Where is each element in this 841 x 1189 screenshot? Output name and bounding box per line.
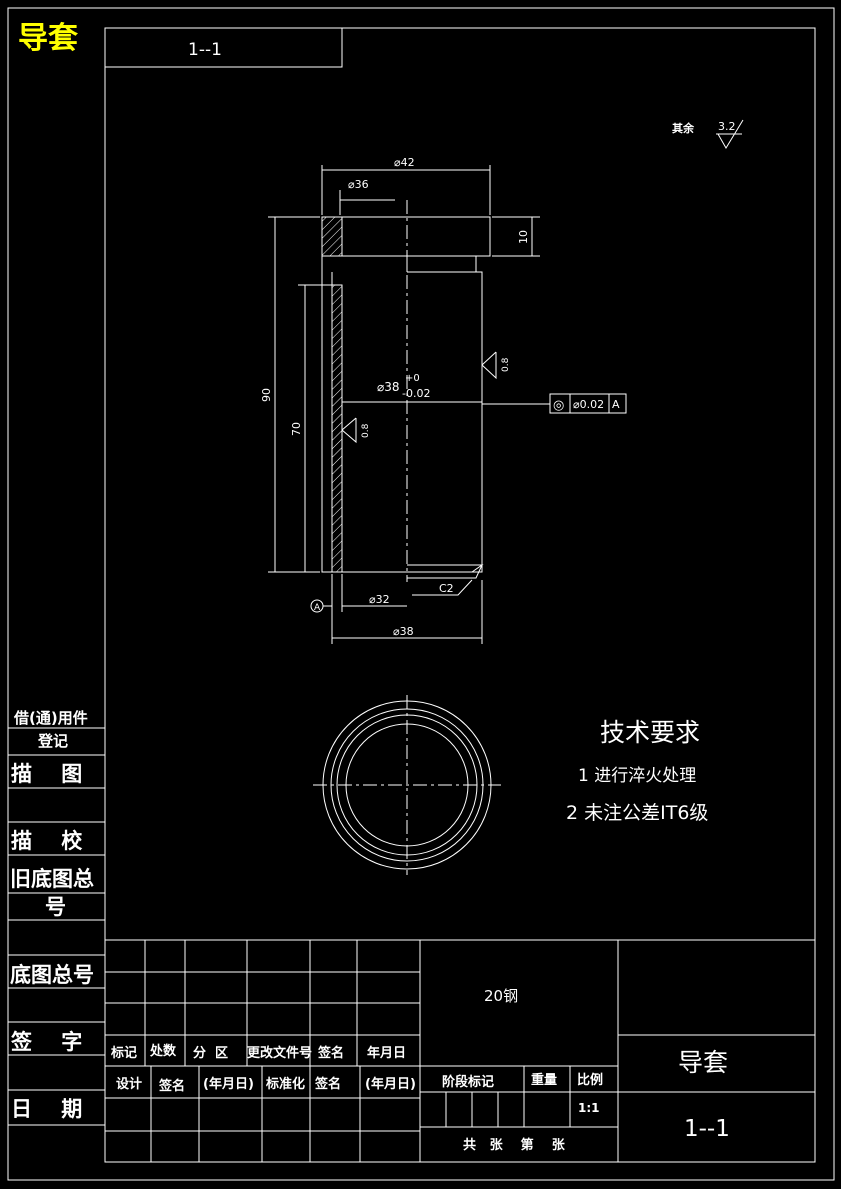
part-top-view (313, 695, 501, 875)
tb-r-sign: 签名 (158, 1078, 185, 1094)
tb-stage: 阶段标记 (442, 1074, 494, 1090)
dim-rough-inner: 0.8 (361, 423, 371, 438)
left-check: 描 校 (11, 829, 83, 853)
left-register: 登记 (37, 732, 68, 750)
tolerance-datum: A (612, 398, 620, 411)
inner-border (104, 27, 816, 1163)
dim-d42: ⌀42 (394, 156, 415, 169)
dim-10: 10 (517, 230, 530, 244)
left-old-total-2: 号 (45, 895, 66, 919)
dim-90: 90 (260, 388, 273, 402)
tb-r-date2: (年月日) (365, 1076, 416, 1092)
dim-tol-lower: -0.02 (402, 387, 430, 400)
tb-h-zone: 分 区 (193, 1045, 228, 1061)
tech-req-item-2: 2 未注公差IT6级 (566, 802, 708, 824)
left-base-total: 底图总号 (10, 963, 94, 987)
top-number-box (104, 27, 343, 68)
tb-h-count: 处数 (149, 1043, 177, 1059)
roughness-note: 其余 3.2 (672, 119, 744, 149)
corner-title: 导套 (18, 21, 78, 56)
tb-part-name: 导套 (678, 1048, 728, 1077)
roughness-note-value: 3.2 (718, 120, 736, 133)
left-borrow: 借(通)用件 (13, 709, 88, 727)
dim-chamfer: C2 (439, 582, 454, 595)
tb-h-date: 年月日 (367, 1045, 406, 1061)
dim-tol-upper: +0 (405, 373, 420, 384)
material: 20钢 (484, 987, 518, 1005)
top-drawing-number: 1--1 (188, 40, 222, 60)
flange (321, 216, 491, 257)
left-old-total: 旧底图总 (10, 867, 94, 891)
dim-rough-outer: 0.8 (501, 357, 511, 372)
tb-sheets: 共 张 第 张 (463, 1137, 566, 1153)
tb-r-design: 设计 (116, 1076, 142, 1092)
dim-d32: ⌀32 (369, 593, 390, 606)
tb-r-date: (年月日) (203, 1076, 254, 1092)
title-block-grid (105, 939, 815, 1162)
outer-border (7, 7, 835, 1181)
left-strip-grid (8, 727, 105, 1126)
dim-d38-tol: ⌀38 (377, 380, 400, 394)
dim-d38-bottom: ⌀38 (393, 625, 414, 638)
left-trace: 描 图 (11, 762, 82, 786)
tb-scale-label: 比例 (577, 1072, 603, 1088)
tb-h-sign: 签名 (317, 1045, 344, 1061)
tb-h-mark: 标记 (110, 1045, 137, 1061)
tb-r-std: 标准化 (265, 1076, 305, 1092)
left-sign: 签 字 (10, 1030, 82, 1054)
tolerance-frame: ◎ ⌀0.02 A (549, 393, 627, 414)
dim-70: 70 (290, 422, 303, 436)
roughness-note-label: 其余 (672, 121, 695, 135)
tech-req-title: 技术要求 (600, 718, 700, 747)
left-date: 日 期 (11, 1097, 82, 1121)
body-outline (321, 256, 483, 573)
tb-weight: 重量 (531, 1072, 557, 1088)
dimension-lines (268, 165, 550, 644)
tech-req-item-1: 1 进行淬火处理 (578, 766, 696, 786)
tb-drawing-number: 1--1 (684, 1116, 730, 1142)
dim-d36: ⌀36 (348, 178, 369, 191)
hatch-flange (321, 216, 343, 257)
tb-h-doc: 更改文件号 (247, 1045, 312, 1061)
tolerance-value: ⌀0.02 (573, 398, 604, 411)
datum-label: A (314, 603, 321, 613)
concentricity-icon: ◎ (553, 398, 564, 413)
tb-r-sign2: 签名 (314, 1076, 341, 1092)
roughness-symbol-icon (716, 119, 744, 149)
hatch-wall (331, 284, 343, 573)
tb-scale: 1:1 (578, 1101, 600, 1115)
